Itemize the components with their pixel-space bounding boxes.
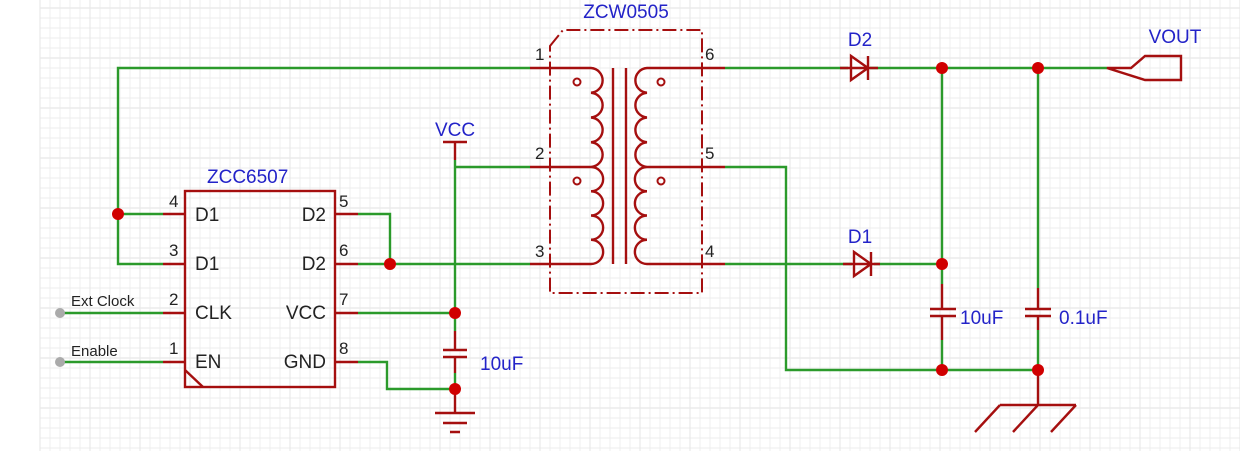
cap-value: 10uF — [960, 308, 1003, 329]
pin-number: 2 — [169, 290, 178, 309]
wires — [60, 66, 1107, 391]
pin-number: 4 — [169, 192, 178, 211]
diode-d1[interactable]: D1 — [843, 227, 880, 279]
capacitor-output-0.1uf[interactable]: 0.1uF — [1025, 288, 1108, 330]
capacitor-input[interactable]: 10uF — [443, 331, 523, 375]
pin-number: 2 — [535, 144, 544, 163]
pin-number: 6 — [705, 45, 714, 64]
capacitor-output-10uf[interactable]: 10uF — [930, 284, 1003, 340]
pin-name: VCC — [286, 303, 326, 324]
chassis-ground-icon — [974, 370, 1077, 433]
pin-name: D2 — [302, 205, 326, 226]
pin-number: 1 — [535, 45, 544, 64]
pin-name: D2 — [302, 254, 326, 275]
ic-name: ZCC6507 — [207, 167, 288, 188]
pin-number: 1 — [169, 339, 178, 358]
port-vout[interactable]: VOUT — [1106, 27, 1202, 82]
port-enable[interactable]: Enable — [55, 343, 118, 367]
pin-number: 3 — [169, 241, 178, 260]
port-ext-clock[interactable]: Ext Clock — [55, 293, 135, 318]
pin-number: 5 — [705, 144, 714, 163]
cap-value: 10uF — [480, 354, 523, 375]
wire-vcc — [358, 160, 530, 331]
diode-label: D2 — [848, 30, 872, 51]
pin-number: 8 — [339, 339, 348, 358]
pin-number: 4 — [705, 242, 714, 261]
pin-number: 3 — [535, 242, 544, 261]
transformer-name: ZCW0505 — [583, 2, 669, 23]
pin-name: CLK — [195, 303, 232, 324]
junctions — [112, 62, 1044, 395]
ground-icon — [435, 389, 475, 434]
diode-d2[interactable]: D2 — [840, 30, 878, 83]
pin-name: EN — [195, 352, 221, 373]
cap-value: 0.1uF — [1059, 308, 1108, 329]
pin-number: 6 — [339, 241, 348, 260]
vcc-label: VCC — [435, 120, 475, 141]
wire-d2-pin6 — [358, 212, 530, 266]
net-label-ext-clock: Ext Clock — [71, 293, 135, 310]
transformer-zcw0505[interactable]: ZCW0505 1 2 3 6 5 4 — [530, 2, 725, 294]
pin-name: GND — [284, 352, 326, 373]
wire-d1-to-pin1 — [116, 66, 530, 266]
pin-name: D1 — [195, 254, 219, 275]
diode-label: D1 — [848, 227, 872, 248]
ic-zcc6507[interactable]: ZCC6507 4 3 2 1 D1 D1 CLK EN 5 6 7 8 D2 … — [163, 167, 358, 389]
net-label-enable: Enable — [71, 343, 118, 360]
pin-number: 7 — [339, 290, 348, 309]
wire-pin5-return — [725, 165, 1038, 372]
vout-label: VOUT — [1149, 27, 1202, 48]
pin-number: 5 — [339, 192, 348, 211]
vcc-power-symbol[interactable]: VCC — [435, 120, 475, 160]
pin-name: D1 — [195, 205, 219, 226]
